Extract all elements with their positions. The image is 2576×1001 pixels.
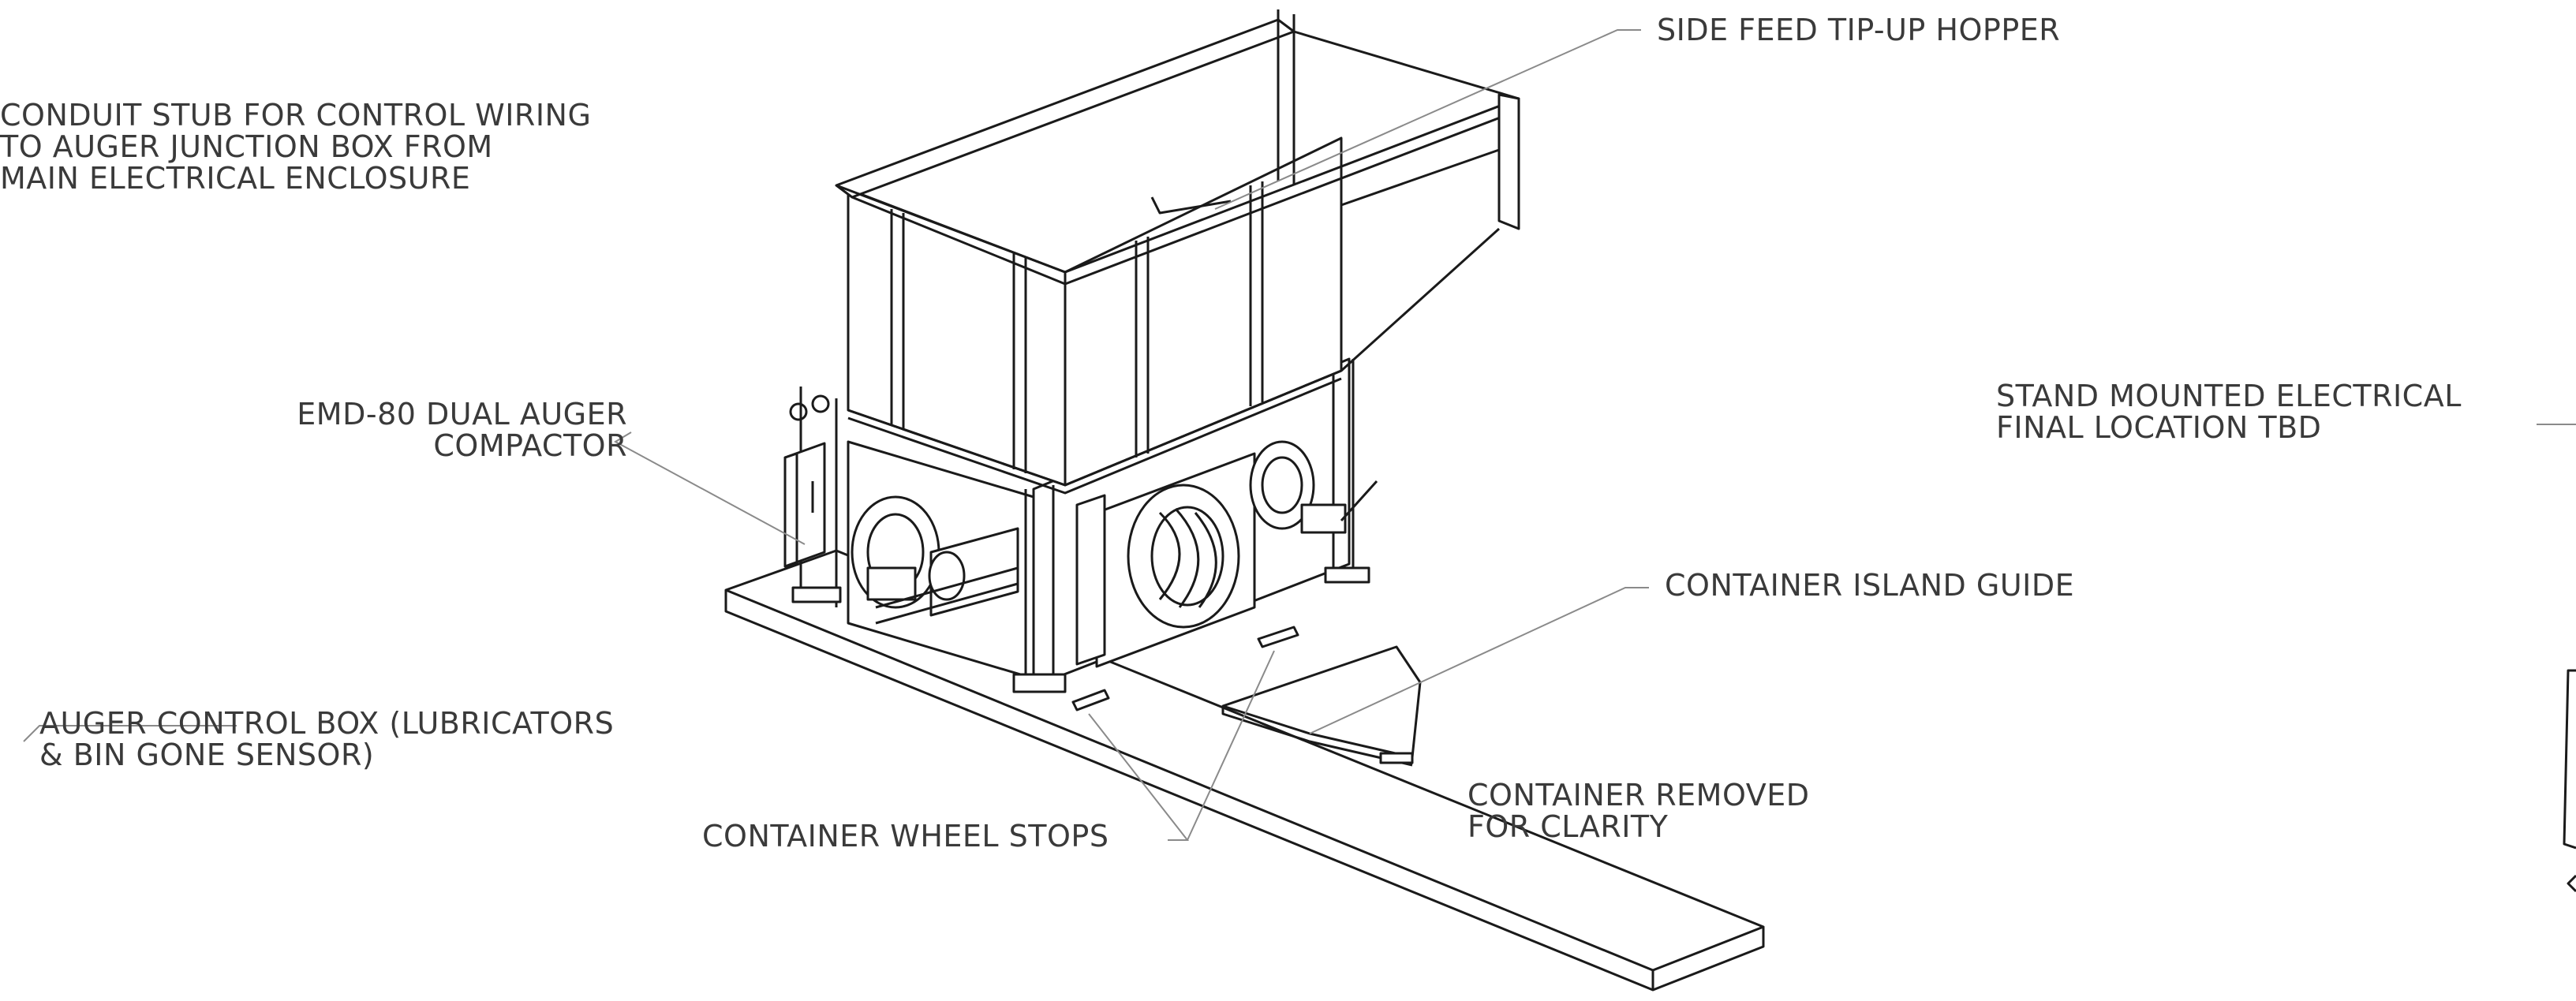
hopper [835, 9, 1520, 495]
label-wheel-stops: CONTAINER WHEEL STOPS [702, 819, 1109, 853]
label-conduit-stub: CONDUIT STUB FOR CONTROL WIRING TO AUGER… [0, 98, 592, 196]
auger-control-box [783, 394, 830, 568]
stand-mounted-electrical [2563, 669, 2576, 893]
wheel-stops [1071, 626, 1299, 712]
label-auger-control-box: AUGER CONTROL BOX (LUBRICATORS & BIN GON… [39, 706, 615, 772]
side-port [1249, 440, 1378, 534]
label-stand-mounted-electrical: STAND MOUNTED ELECTRICAL FINAL LOCATION … [1996, 379, 2462, 445]
island-guide [1221, 645, 1422, 767]
label-island-guide: CONTAINER ISLAND GUIDE [1665, 568, 2075, 603]
discharge-plate [1075, 452, 1256, 668]
label-compactor: EMD-80 DUAL AUGER COMPACTOR [297, 397, 627, 463]
leader-lines [23, 29, 2576, 841]
label-side-feed-hopper: SIDE FEED TIP-UP HOPPER [1657, 13, 2061, 47]
label-container-removed: CONTAINER REMOVED FOR CLARITY [1467, 778, 1810, 844]
drive-motor [851, 495, 1019, 625]
